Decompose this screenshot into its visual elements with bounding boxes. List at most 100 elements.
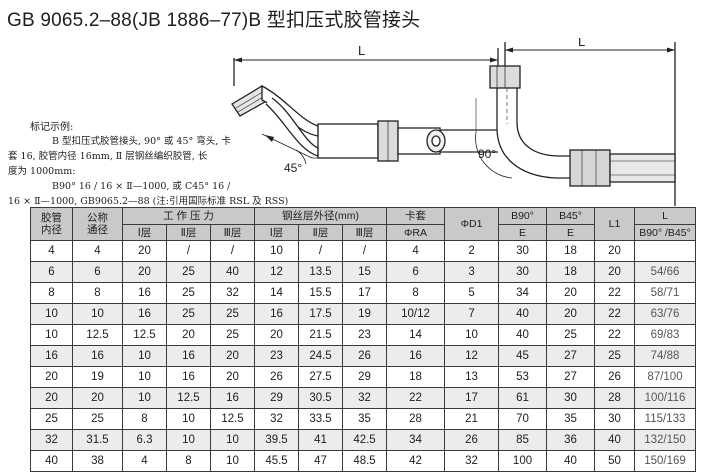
cell-pressure-l3: 10 bbox=[209, 450, 256, 472]
cell-d1: 3 bbox=[444, 261, 500, 283]
cell-nominal: 4 bbox=[72, 240, 123, 262]
header-b45: B45° bbox=[546, 207, 596, 225]
length-label-right: L bbox=[578, 38, 585, 49]
cell-l: 58/71 bbox=[634, 282, 697, 304]
header-od-layer-1: Ⅰ层 bbox=[254, 224, 300, 241]
cell-b90-e: 30 bbox=[498, 261, 548, 283]
cell-l1: 50 bbox=[594, 450, 636, 472]
cell-hose-id: 32 bbox=[30, 429, 73, 451]
header-pressure-layer-3: Ⅲ层 bbox=[209, 224, 256, 241]
cell-pressure-l1: 8 bbox=[122, 408, 167, 430]
cell-b45-e: 27 bbox=[546, 345, 596, 367]
header-l1: L1 bbox=[594, 207, 636, 241]
cell-pressure-l3: 25 bbox=[209, 303, 256, 325]
cell-pressure-l3: 20 bbox=[209, 345, 256, 367]
cell-l1: 30 bbox=[594, 408, 636, 430]
cell-d1: 7 bbox=[444, 303, 500, 325]
cell-nominal: 16 bbox=[72, 345, 123, 367]
cell-pressure-l2: 12.5 bbox=[166, 387, 211, 409]
cell-d1: 12 bbox=[444, 345, 500, 367]
cell-od-l1: 16 bbox=[254, 303, 300, 325]
cell-l1: 40 bbox=[594, 429, 636, 451]
header-d1: ΦD1 bbox=[444, 207, 500, 241]
cell-od-l3: 35 bbox=[342, 408, 388, 430]
spec-table: 胶管 内径 公称 通径 工 作 压 力 钢丝层外径(mm) 卡套 ΦD1 B90… bbox=[30, 207, 697, 472]
cell-l1: 20 bbox=[594, 261, 636, 283]
cell-hose-id: 4 bbox=[30, 240, 73, 262]
example-line-5: 16 × Ⅱ—1000, GB9065.2—88 (注:引用国际标准 RSL 及… bbox=[8, 196, 289, 207]
cell-pressure-l1: 20 bbox=[122, 261, 167, 283]
header-l-b90-b45: B90° /B45° bbox=[634, 224, 697, 241]
cell-b90-e: 40 bbox=[498, 303, 548, 325]
cell-sleeve-ra: 22 bbox=[386, 387, 446, 409]
cell-pressure-l1: 20 bbox=[122, 240, 167, 262]
cell-pressure-l2: 25 bbox=[166, 282, 211, 304]
cell-b90-e: 100 bbox=[498, 450, 548, 472]
cell-pressure-l1: 10 bbox=[122, 366, 167, 388]
cell-b45-e: 25 bbox=[546, 324, 596, 346]
cell-od-l2: 17.5 bbox=[298, 303, 344, 325]
cell-pressure-l2: 16 bbox=[166, 366, 211, 388]
header-b90-e: E bbox=[498, 224, 548, 241]
cell-l: 54/66 bbox=[634, 261, 697, 283]
header-wire-layer-od: 钢丝层外径(mm) bbox=[254, 207, 388, 225]
cell-hose-id: 10 bbox=[30, 324, 73, 346]
cell-b45-e: 35 bbox=[546, 408, 596, 430]
cell-pressure-l2: 16 bbox=[166, 345, 211, 367]
length-label-left: L bbox=[358, 43, 365, 58]
cell-l1: 26 bbox=[594, 366, 636, 388]
cell-pressure-l2: 8 bbox=[166, 450, 211, 472]
cell-sleeve-ra: 10/12 bbox=[386, 303, 446, 325]
cell-od-l2: 30.5 bbox=[298, 387, 344, 409]
angle-90-label: 90° bbox=[478, 147, 496, 161]
cell-b90-e: 30 bbox=[498, 240, 548, 262]
cell-hose-id: 16 bbox=[30, 345, 73, 367]
cell-od-l3: 29 bbox=[342, 366, 388, 388]
header-od-layer-3: Ⅲ层 bbox=[342, 224, 388, 241]
cell-hose-id: 6 bbox=[30, 261, 73, 283]
marking-example-label: 标记示例: bbox=[30, 122, 74, 133]
cell-nominal: 25 bbox=[72, 408, 123, 430]
cell-pressure-l2: / bbox=[166, 240, 211, 262]
cell-pressure-l3: 12.5 bbox=[209, 408, 256, 430]
elbow-90-drawing bbox=[475, 42, 676, 206]
cell-pressure-l1: 6.3 bbox=[122, 429, 167, 451]
header-working-pressure: 工 作 压 力 bbox=[121, 207, 256, 225]
cell-nominal: 6 bbox=[72, 261, 123, 283]
page-title: GB 9065.2–88(JB 1886–77)B 型扣压式胶管接头 bbox=[7, 10, 421, 31]
cell-sleeve-ra: 8 bbox=[386, 282, 446, 304]
cell-hose-id: 10 bbox=[30, 303, 73, 325]
cell-od-l3: 42.5 bbox=[342, 429, 388, 451]
cell-l1: 22 bbox=[594, 282, 636, 304]
cell-hose-id: 25 bbox=[30, 408, 73, 430]
elbow-45-drawing bbox=[231, 48, 499, 165]
cell-b45-e: 18 bbox=[546, 261, 596, 283]
cell-pressure-l3: 16 bbox=[209, 387, 256, 409]
cell-sleeve-ra: 6 bbox=[386, 261, 446, 283]
header-pressure-layer-2: Ⅱ层 bbox=[166, 224, 211, 241]
cell-l1: 22 bbox=[594, 303, 636, 325]
cell-od-l1: 26 bbox=[254, 366, 300, 388]
cell-od-l3: / bbox=[342, 240, 388, 262]
example-line-3: 度为 1000mm: bbox=[8, 166, 76, 177]
cell-b90-e: 40 bbox=[498, 324, 548, 346]
cell-od-l3: 19 bbox=[342, 303, 388, 325]
header-sleeve-ra: ΦRA bbox=[386, 224, 446, 241]
cell-l1: 22 bbox=[594, 324, 636, 346]
cell-od-l1: 23 bbox=[254, 345, 300, 367]
cell-l: 132/150 bbox=[634, 429, 697, 451]
header-b90: B90° bbox=[498, 207, 548, 225]
cell-pressure-l2: 10 bbox=[166, 408, 211, 430]
cell-od-l1: 32 bbox=[254, 408, 300, 430]
cell-l: 100/116 bbox=[634, 387, 697, 409]
cell-pressure-l1: 12.5 bbox=[122, 324, 167, 346]
cell-nominal: 31.5 bbox=[72, 429, 123, 451]
cell-sleeve-ra: 16 bbox=[386, 345, 446, 367]
cell-nominal: 12.5 bbox=[72, 324, 123, 346]
cell-d1: 2 bbox=[444, 240, 500, 262]
cell-d1: 17 bbox=[444, 387, 500, 409]
